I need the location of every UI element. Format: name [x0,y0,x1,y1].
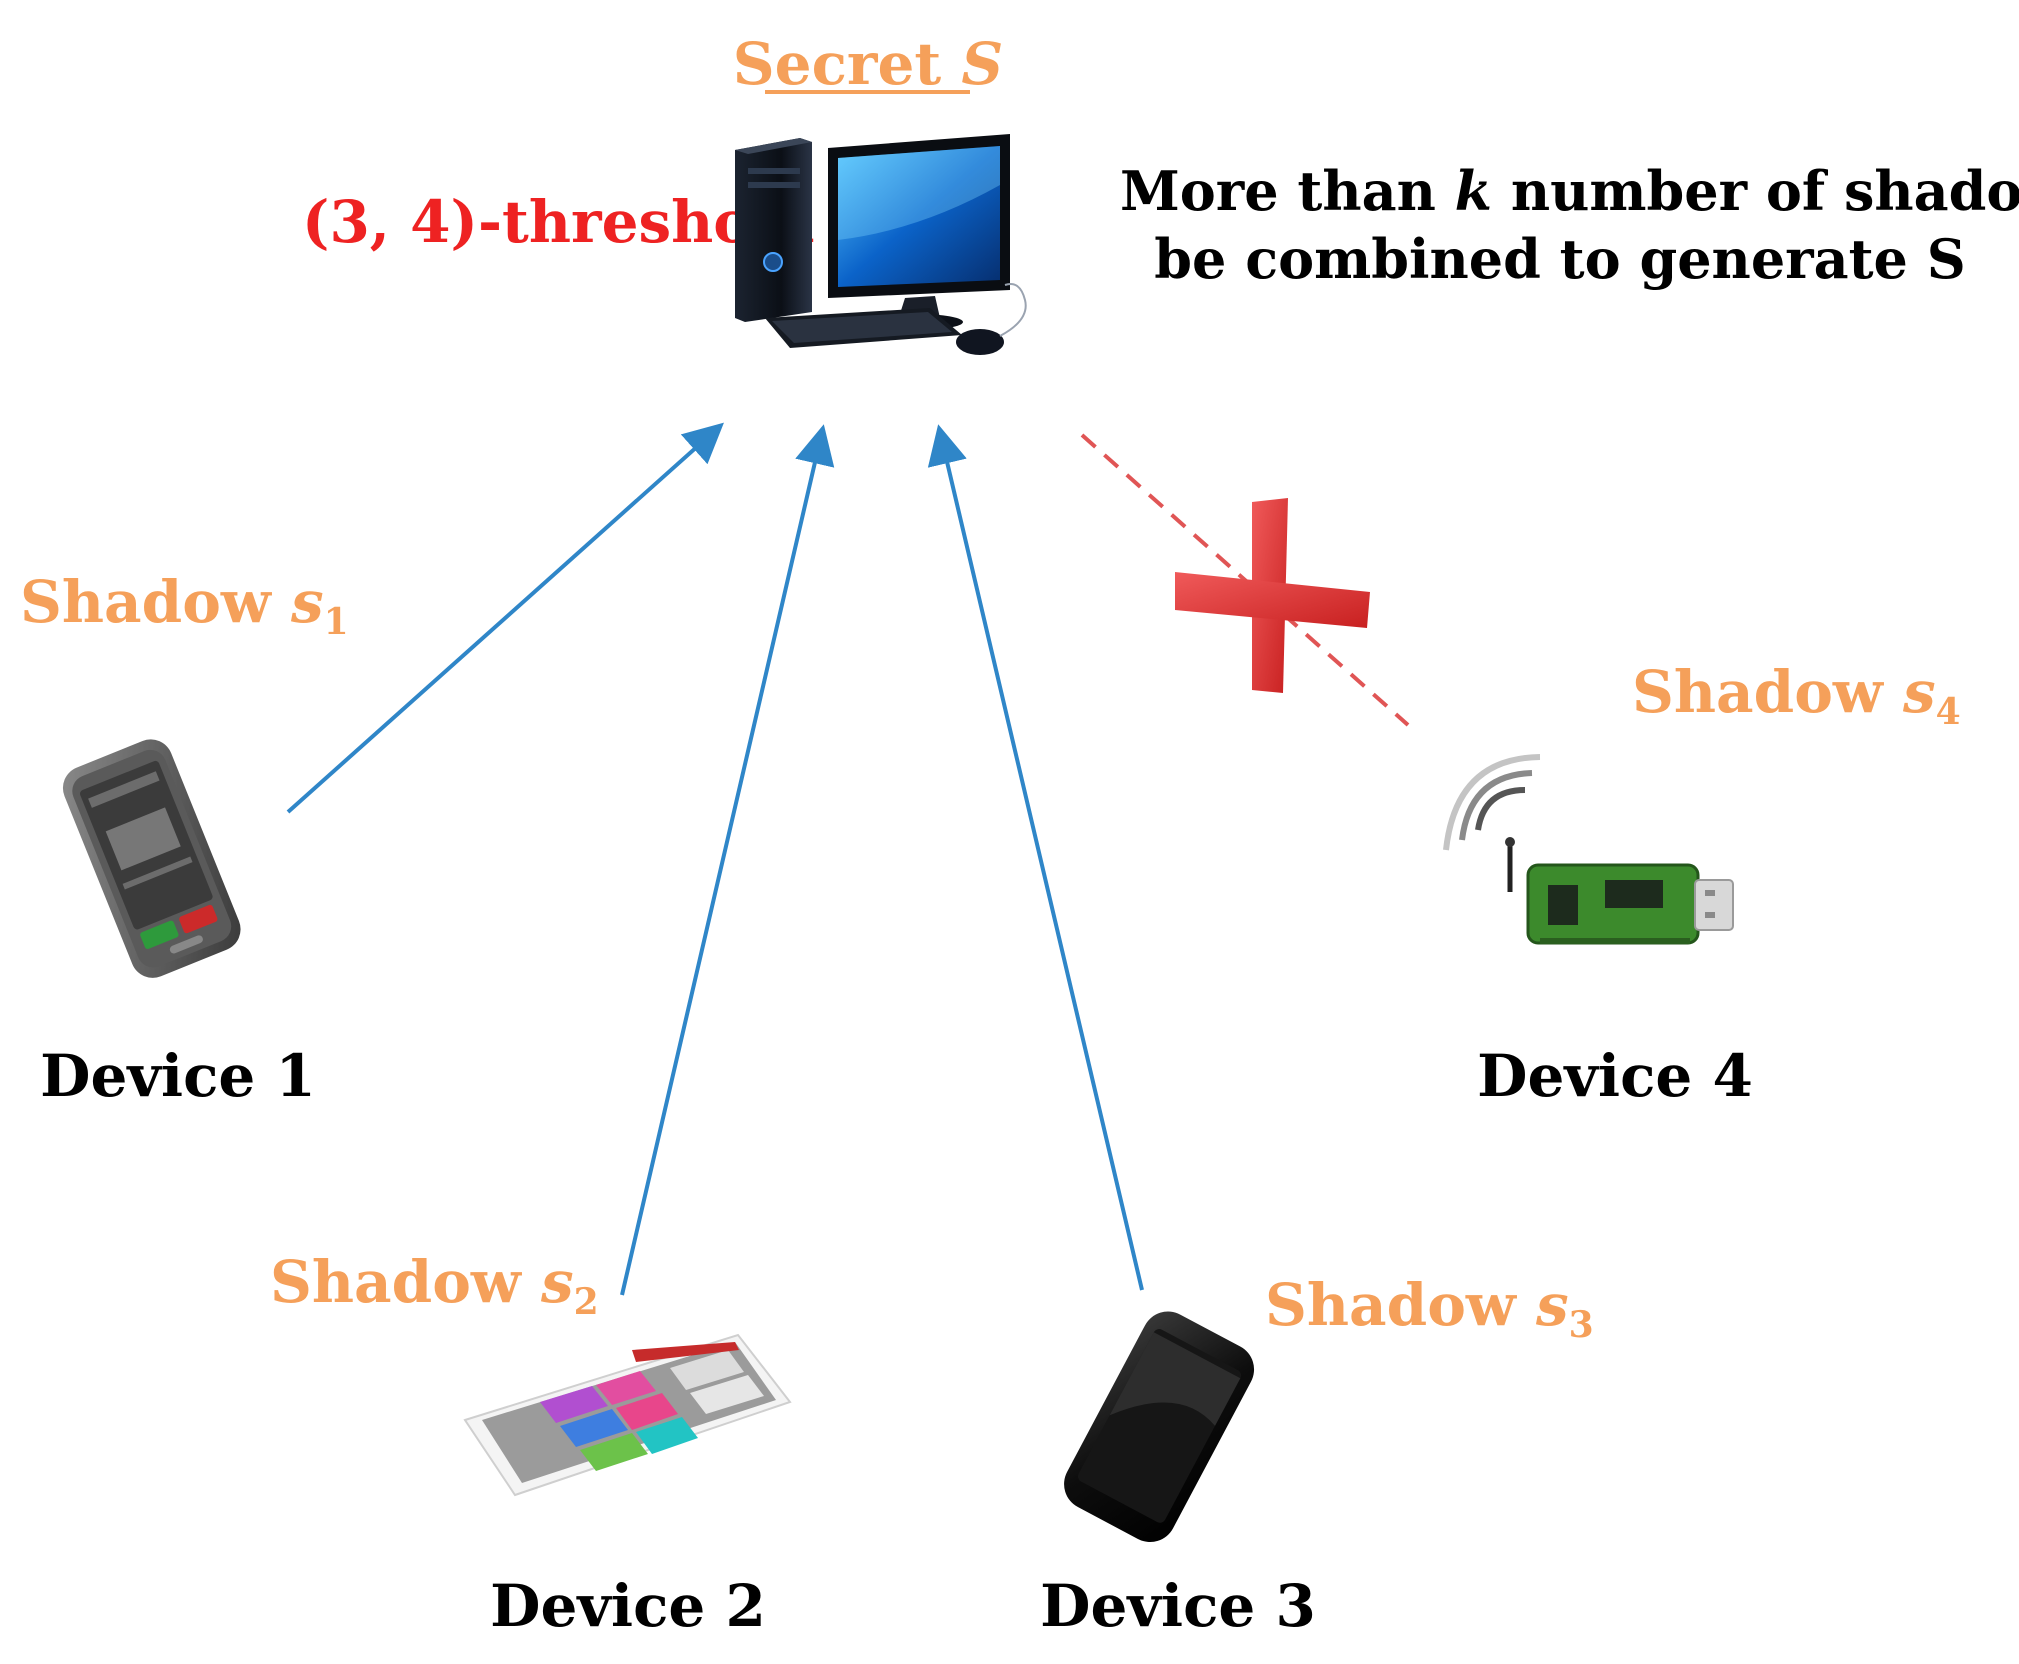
device-label-2: Device 2 [490,1572,766,1640]
smartphone-icon [1064,1311,1255,1543]
shadow-label-4: Shadow s4 [1632,658,1961,733]
threshold-label: (3, 4)-threshold [302,188,815,256]
device-label-4: Device 4 [1477,1042,1753,1110]
note-line-2: be combined to generate S [1154,227,1965,291]
shadow-label-2: Shadow s2 [270,1248,599,1323]
tablet-icon [463,1333,792,1497]
arrow-device2-to-server [620,424,835,1296]
feature-phone-icon [62,739,241,978]
device-label-1: Device 1 [40,1042,316,1110]
device-label-3: Device 3 [1040,1572,1316,1640]
note-line-1: More than k number of shadows can [1120,159,2019,223]
desktop-computer-icon [735,134,1027,355]
arrow-device1-to-server [286,422,724,814]
shadow-label-3: Shadow s3 [1265,1271,1594,1346]
secret-label: Secret S [733,30,1003,98]
arrow-device3-to-server [927,424,1144,1291]
shadow-label-1: Shadow s1 [20,568,349,643]
wireless-usb-dongle-icon [1443,754,1734,945]
blocked-cross-icon [1175,498,1370,693]
